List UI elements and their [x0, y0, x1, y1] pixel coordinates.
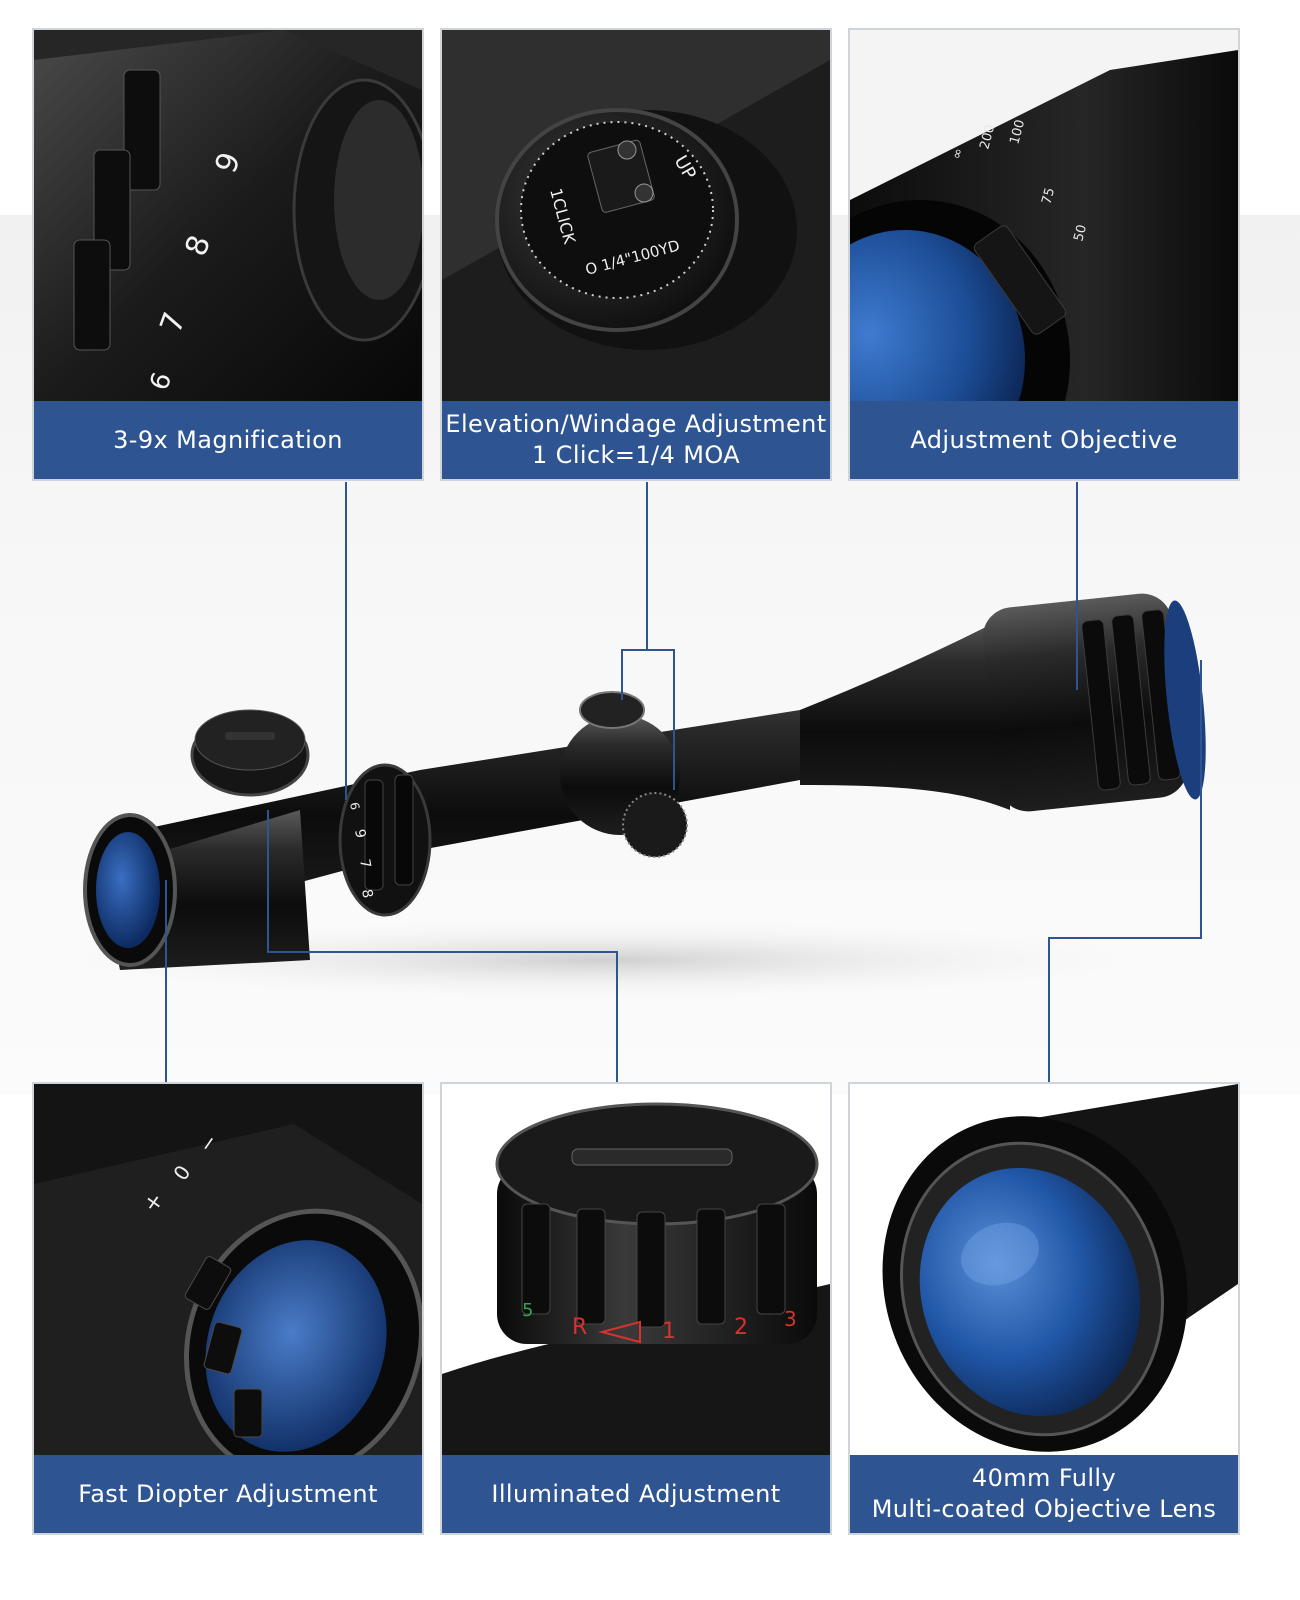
panel-elevation: UP 1CLICK O 1/4"100YD Elevation/Windage …	[440, 28, 832, 481]
caption-line: Illuminated Adjustment	[491, 1479, 781, 1508]
caption-lens: 40mm Fully Multi-coated Objective Lens	[850, 1455, 1238, 1533]
panel-lens: 40mm Fully Multi-coated Objective Lens	[848, 1082, 1240, 1535]
panel-diopter: + 0 − Fast Diopter Adjustment	[32, 1082, 424, 1535]
panel-magnification: 9 8 7 6 3-9x Magnification	[32, 28, 424, 481]
parallax-mark: 50	[1071, 223, 1090, 243]
illum-mark: 3	[784, 1307, 797, 1331]
scope-power-mark: 6	[347, 801, 362, 811]
diopter-photo: + 0 −	[34, 1084, 422, 1456]
caption-line: Adjustment Objective	[910, 425, 1178, 454]
magnification-ring-photo: 9 8 7 6	[34, 30, 422, 402]
illum-mark-reset: R	[572, 1315, 587, 1340]
objective-lens-photo	[850, 1084, 1238, 1456]
parallax-mark: ∞	[949, 147, 966, 161]
elevation-turret-photo: UP 1CLICK O 1/4"100YD	[442, 30, 830, 402]
caption-line: 3-9x Magnification	[113, 425, 343, 454]
caption-line: Elevation/Windage Adjustment	[445, 410, 827, 438]
caption-line: 1 Click=1/4 MOA	[531, 441, 741, 469]
illumination-knob-photo: 5 R 1 2 3	[442, 1084, 830, 1456]
illum-mark: 2	[734, 1315, 748, 1340]
parallax-mark: 75	[1039, 186, 1058, 206]
caption-diopter: Fast Diopter Adjustment	[34, 1455, 422, 1533]
illum-mark: 1	[662, 1319, 676, 1344]
parallax-mark: 200	[977, 123, 998, 151]
caption-line: Fast Diopter Adjustment	[78, 1479, 378, 1508]
caption-objective-adjust: Adjustment Objective	[850, 401, 1238, 479]
illum-arrow-icon	[598, 1320, 641, 1344]
caption-line: 40mm Fully	[971, 1464, 1117, 1492]
parallax-mark: 100	[1007, 118, 1028, 146]
rifle-scope-image: 9 7 8 6	[40, 593, 1206, 1000]
caption-elevation: Elevation/Windage Adjustment 1 Click=1/4…	[442, 401, 830, 479]
panel-objective-adjust: ∞ 200 100 75 50 Adjustment Objective	[848, 28, 1240, 481]
caption-line: Multi-coated Objective Lens	[871, 1495, 1217, 1523]
objective-adjust-photo: ∞ 200 100 75 50	[850, 30, 1238, 402]
illum-mark-green: 5	[522, 1300, 533, 1321]
caption-magnification: 3-9x Magnification	[34, 401, 422, 479]
caption-illumination: Illuminated Adjustment	[442, 1455, 830, 1533]
panel-illumination: 5 R 1 2 3 Illuminated Adjustment	[440, 1082, 832, 1535]
